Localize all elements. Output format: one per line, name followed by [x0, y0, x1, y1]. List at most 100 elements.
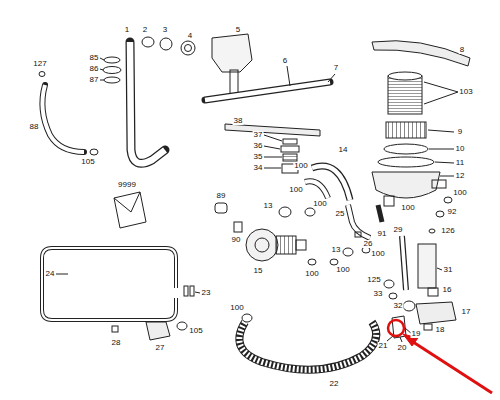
leader-line [56, 274, 68, 275]
clip [436, 211, 444, 217]
callout-number: 12 [455, 172, 466, 180]
callout-number: 87 [89, 76, 100, 84]
callout-number: 29 [393, 226, 404, 234]
heating-element [42, 248, 176, 320]
air-tube-inner [402, 236, 406, 290]
callout-number: 90 [231, 236, 242, 244]
leader-line [429, 149, 454, 150]
callout-number: 1 [124, 26, 130, 34]
seal [389, 293, 397, 299]
ring [181, 41, 195, 55]
leader-line [287, 66, 290, 86]
callout-number: 7 [333, 64, 339, 72]
leader-line [264, 168, 281, 169]
cap [104, 57, 120, 63]
leader-line [100, 58, 104, 60]
clamp [279, 207, 291, 217]
callout-number: 126 [440, 227, 455, 235]
heating-element-inner [42, 248, 176, 320]
callout-number: 37 [253, 131, 264, 139]
leader-line [100, 80, 104, 81]
hub [281, 146, 299, 152]
drain-hose [239, 322, 376, 370]
callout-number: 18 [435, 326, 446, 334]
callout-number: 38 [233, 117, 244, 125]
ring-hole [185, 45, 192, 52]
leader-line [195, 292, 200, 293]
grommet [215, 203, 227, 213]
callout-number: 100 [400, 204, 415, 212]
plug [234, 222, 242, 232]
callout-number: 9999 [117, 181, 137, 189]
leader-line [400, 337, 402, 342]
callout-number: 28 [111, 339, 122, 347]
callout-number: 27 [155, 344, 166, 352]
leader-line [428, 130, 454, 132]
callout-number: 32 [393, 302, 404, 310]
highlight-arrow [410, 340, 492, 393]
fine-filter [388, 76, 422, 114]
drain-tube [348, 205, 370, 238]
terminal [424, 324, 432, 330]
callout-number: 100 [370, 250, 385, 258]
callout-number: 100 [304, 270, 319, 278]
callout-number: 35 [253, 153, 264, 161]
clip [429, 229, 435, 233]
air-tube [402, 236, 406, 290]
callout-number: 10 [455, 145, 466, 153]
leader-line [264, 146, 280, 149]
nut [190, 286, 194, 296]
callout-number: 25 [335, 210, 346, 218]
callout-number: 33 [373, 290, 384, 298]
thermostat [146, 322, 170, 340]
callout-number: 88 [29, 123, 40, 131]
callout-number: 34 [253, 164, 264, 172]
clamp [308, 259, 316, 265]
callout-number: 26 [363, 240, 374, 248]
callout-number: 86 [89, 65, 100, 73]
leader-line [424, 92, 458, 104]
callout-number: 2 [142, 26, 148, 34]
manifold [212, 34, 252, 72]
pump-outlet [296, 240, 306, 250]
leader-line [264, 135, 282, 141]
pump-motor [276, 236, 296, 254]
supply-tube [130, 42, 165, 163]
fill-valve [416, 302, 456, 324]
clamp [343, 248, 353, 256]
callout-number: 36 [253, 142, 264, 150]
callout-number: 3 [162, 26, 168, 34]
callout-number: 24 [45, 270, 56, 278]
sump-outlet [432, 180, 446, 188]
callout-number: 13 [331, 246, 342, 254]
hose-clamp [90, 149, 98, 155]
filter-top [388, 72, 422, 80]
callout-number: 31 [443, 266, 454, 274]
callout-number: 100 [288, 186, 303, 194]
callout-number: 16 [442, 286, 453, 294]
callout-number: 92 [447, 208, 458, 216]
clip [355, 232, 361, 237]
pump-hub [255, 238, 269, 252]
callout-number: 100 [452, 189, 467, 197]
hose [305, 181, 328, 198]
coarse-filter [386, 122, 426, 138]
ring [384, 144, 428, 154]
nut [184, 286, 188, 296]
callout-number: 21 [378, 342, 389, 350]
callout-number: 103 [458, 88, 473, 96]
ring [177, 322, 187, 330]
leader-line [264, 157, 282, 158]
tube [378, 205, 382, 222]
callout-number: 11 [455, 159, 465, 167]
highlight-circle [388, 320, 404, 336]
hose-inner [305, 181, 328, 198]
manual-flap [114, 192, 140, 212]
seal [384, 280, 394, 288]
pump [246, 229, 278, 261]
fill-hose [42, 85, 84, 152]
callout-number: 5 [235, 26, 241, 34]
callout-number: 19 [411, 330, 422, 338]
callout-number: 105 [188, 327, 203, 335]
